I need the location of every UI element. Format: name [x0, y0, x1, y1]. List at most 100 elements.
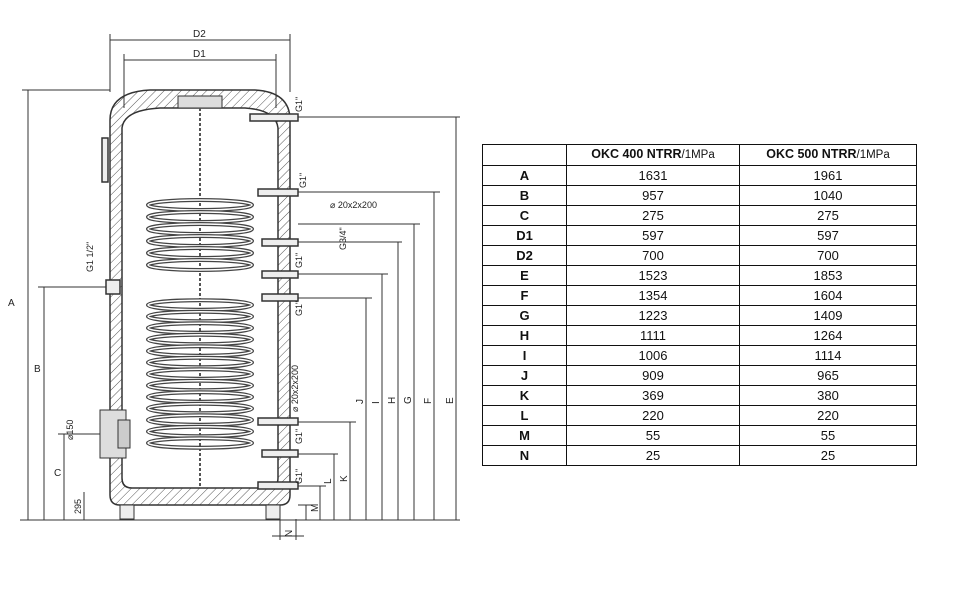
- row-label: J: [482, 365, 567, 386]
- okc500-value: 1853: [739, 265, 917, 286]
- row-label: D1: [482, 225, 567, 246]
- okc400-value: 597: [566, 225, 740, 246]
- okc500-value: 700: [739, 245, 917, 266]
- dim-label-i: I: [371, 401, 382, 404]
- fitting-label-8: G1": [294, 429, 304, 444]
- okc500-value: 275: [739, 205, 917, 226]
- row-label: D2: [482, 245, 567, 266]
- flange-heater: [99, 409, 131, 459]
- row-label: K: [482, 385, 567, 406]
- header-okc400: OKC 400 NTRR/1MPa: [566, 144, 740, 166]
- okc500-value: 1604: [739, 285, 917, 306]
- dim-label-c: C: [54, 468, 61, 479]
- dim-label-k: K: [339, 475, 350, 482]
- fitting-label-5: G1": [294, 253, 304, 268]
- row-label: B: [482, 185, 567, 206]
- row-label: N: [482, 445, 567, 466]
- row-label: F: [482, 285, 567, 306]
- boiler-technical-drawing: D2 D1 A B C G1 1/2" ⌀150 295 G1" G1" ⌀ 2…: [8, 29, 460, 540]
- okc400-value: 1523: [566, 265, 740, 286]
- coil-loop: [147, 437, 253, 449]
- okc500-value: 25: [739, 445, 917, 466]
- okc500-value: 55: [739, 425, 917, 446]
- dim-label-g: G: [403, 396, 414, 404]
- dim-label-h: H: [387, 397, 398, 404]
- okc400-value: 909: [566, 365, 740, 386]
- top-dimension-lines: [109, 34, 291, 108]
- okc500-value: 1040: [739, 185, 917, 206]
- okc400-value: 1006: [566, 345, 740, 366]
- row-label: G: [482, 305, 567, 326]
- dim-label-m: M: [310, 504, 321, 512]
- dim-label-n: N: [284, 530, 295, 537]
- okc400-value: 700: [566, 245, 740, 266]
- okc500-value: 1264: [739, 325, 917, 346]
- row-label: A: [482, 165, 567, 186]
- fitting-label-4: G3/4": [338, 227, 348, 250]
- table-header-row: OKC 400 NTRR/1MPa OKC 500 NTRR/1MPa: [482, 144, 917, 166]
- okc400-value: 1631: [566, 165, 740, 186]
- fitting-label-6: G1": [294, 301, 304, 316]
- okc400-value: 1111: [566, 325, 740, 346]
- row-label: C: [482, 205, 567, 226]
- okc500-value: 220: [739, 405, 917, 426]
- row-label: E: [482, 265, 567, 286]
- okc400-value: 55: [566, 425, 740, 446]
- okc400-value: 1354: [566, 285, 740, 306]
- okc500-value: 1409: [739, 305, 917, 326]
- okc500-value: 380: [739, 385, 917, 406]
- okc400-value: 957: [566, 185, 740, 206]
- fitting-label-1: G1": [294, 97, 304, 112]
- dim-label-a: A: [8, 298, 15, 309]
- row-label: L: [482, 405, 567, 426]
- right-dimension-lines: [134, 116, 460, 540]
- fitting-label-7: ⌀ 20x2x200: [290, 365, 300, 412]
- row-label: I: [482, 345, 567, 366]
- fitting-label-9: G1": [294, 469, 304, 484]
- fitting-label-3: ⌀ 20x2x200: [330, 200, 377, 210]
- okc400-value: 369: [566, 385, 740, 406]
- okc500-value: 1961: [739, 165, 917, 186]
- dim-label-f: F: [423, 398, 434, 404]
- okc500-value: 965: [739, 365, 917, 386]
- okc500-value: 1114: [739, 345, 917, 366]
- dim-label-e: E: [445, 397, 456, 404]
- okc400-value: 25: [566, 445, 740, 466]
- fitting-label-2: G1": [298, 173, 308, 188]
- okc400-value: 275: [566, 205, 740, 226]
- coil-loop: [147, 259, 253, 271]
- dim-label-j: J: [355, 399, 366, 404]
- dim-label-d1: D1: [193, 49, 206, 60]
- row-label: M: [482, 425, 567, 446]
- upper-heat-exchanger-coil: [146, 198, 254, 272]
- flange-diameter-label: ⌀150: [65, 420, 75, 440]
- okc500-value: 597: [739, 225, 917, 246]
- header-empty: [482, 144, 567, 166]
- header-okc500: OKC 500 NTRR/1MPa: [739, 144, 917, 166]
- lower-heat-exchanger-coil: [146, 298, 254, 450]
- left-dimension-lines: [20, 89, 134, 521]
- row-label: H: [482, 325, 567, 346]
- dim-label-d2: D2: [193, 29, 206, 40]
- okc400-value: 1223: [566, 305, 740, 326]
- dim-label-l: L: [323, 478, 334, 484]
- dim-label-295: 295: [73, 499, 83, 514]
- dim-label-b: B: [34, 364, 41, 375]
- okc400-value: 220: [566, 405, 740, 426]
